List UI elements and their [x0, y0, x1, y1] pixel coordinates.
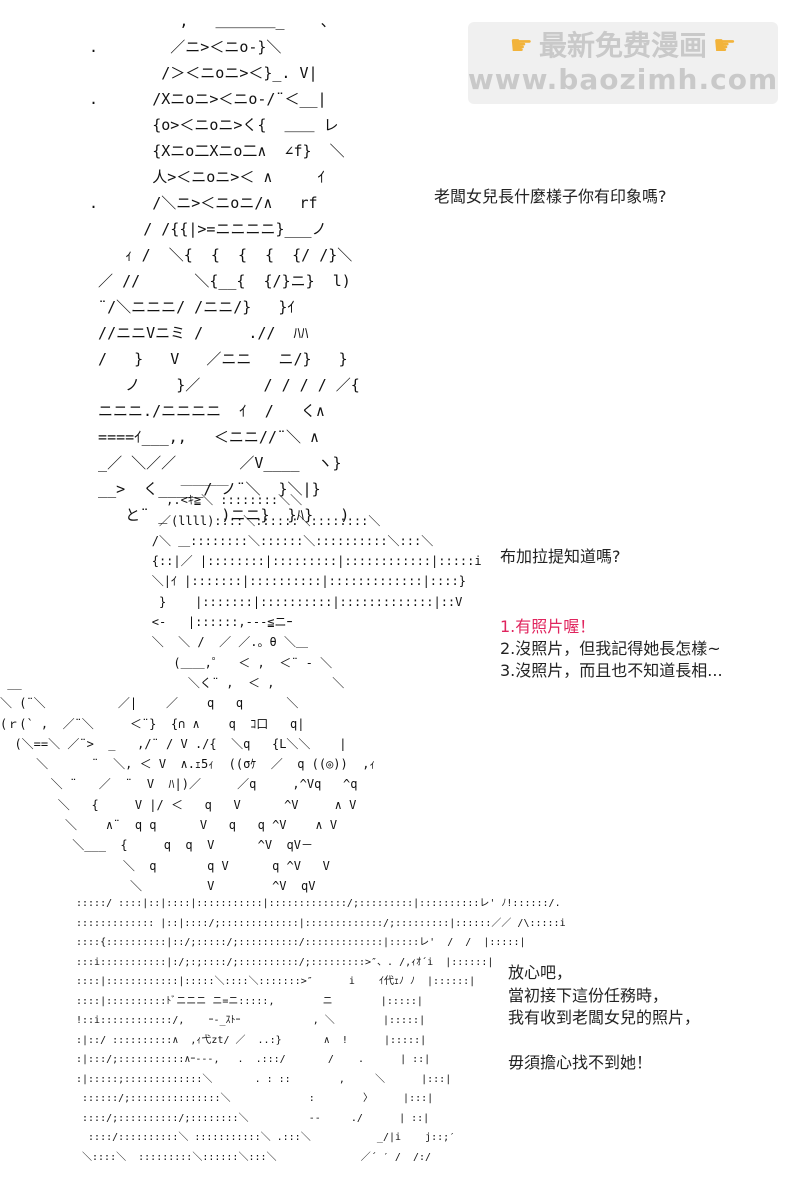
choice-item-3[interactable]: 3.沒照片，而且也不知道長相... — [500, 661, 723, 680]
choice-item-1[interactable]: 1.有照片喔！ — [500, 617, 596, 636]
ascii-art-character-pointing: ＿＿＿＿ ,.<ｷ≧＼ ::::::::＼＼ ／(llll)::::＼:::::… — [0, 473, 482, 893]
watermark-title: 最新免费漫画 — [538, 29, 707, 62]
pointing-hand-icon: ☛ — [713, 31, 737, 61]
panel-1: , ＿＿＿＿_ 、 . ／ニ>＜ニo-}＼ /＞＜ニoニ>＜}_. V| . /… — [0, 0, 800, 524]
ascii-art-character-portrait: :::::/ ::::|::|::::|:::::::::::|::::::::… — [76, 898, 566, 1163]
ascii-art-character: , ＿＿＿＿_ 、 . ／ニ>＜ニo-}＼ /＞＜ニoニ>＜}_. V| . /… — [89, 12, 360, 524]
speech-line: 毋須擔心找不到她！ — [508, 1052, 653, 1072]
watermark-url: www.baozimh.com — [467, 63, 779, 96]
watermark: ☛ 最新免费漫画 ☛ www.baozimh.com — [468, 22, 778, 104]
speech-text: 老闆女兒長什麼樣子你有印象嗎? — [434, 187, 667, 206]
watermark-title-row: ☛ 最新免费漫画 ☛ — [510, 29, 737, 63]
speech-line: 當初接下這份任務時， — [508, 985, 669, 1005]
speech-line — [508, 1030, 700, 1052]
panel-3: :::::/ ::::|::|::::|:::::::::::|::::::::… — [0, 870, 800, 1200]
speech-line: 放心吧， — [508, 963, 573, 982]
choice-item-2[interactable]: 2.沒照片，但我記得她長怎樣~ — [500, 639, 721, 658]
speech-text: 布加拉提知道嗎? — [500, 547, 621, 566]
pointing-hand-icon: ☛ — [509, 31, 533, 61]
speech-block: 放心吧， 當初接下這份任務時， 我有收到老闆女兒的照片， 毋須擔心找不到她！ — [508, 962, 700, 1074]
panel-2: ＿＿＿＿ ,.<ｷ≧＼ ::::::::＼＼ ／(llll)::::＼:::::… — [0, 470, 800, 893]
choice-list: 1.有照片喔！ 2.沒照片，但我記得她長怎樣~ 3.沒照片，而且也不知道長相..… — [500, 616, 723, 682]
speech-line: 我有收到老闆女兒的照片， — [508, 1008, 701, 1027]
